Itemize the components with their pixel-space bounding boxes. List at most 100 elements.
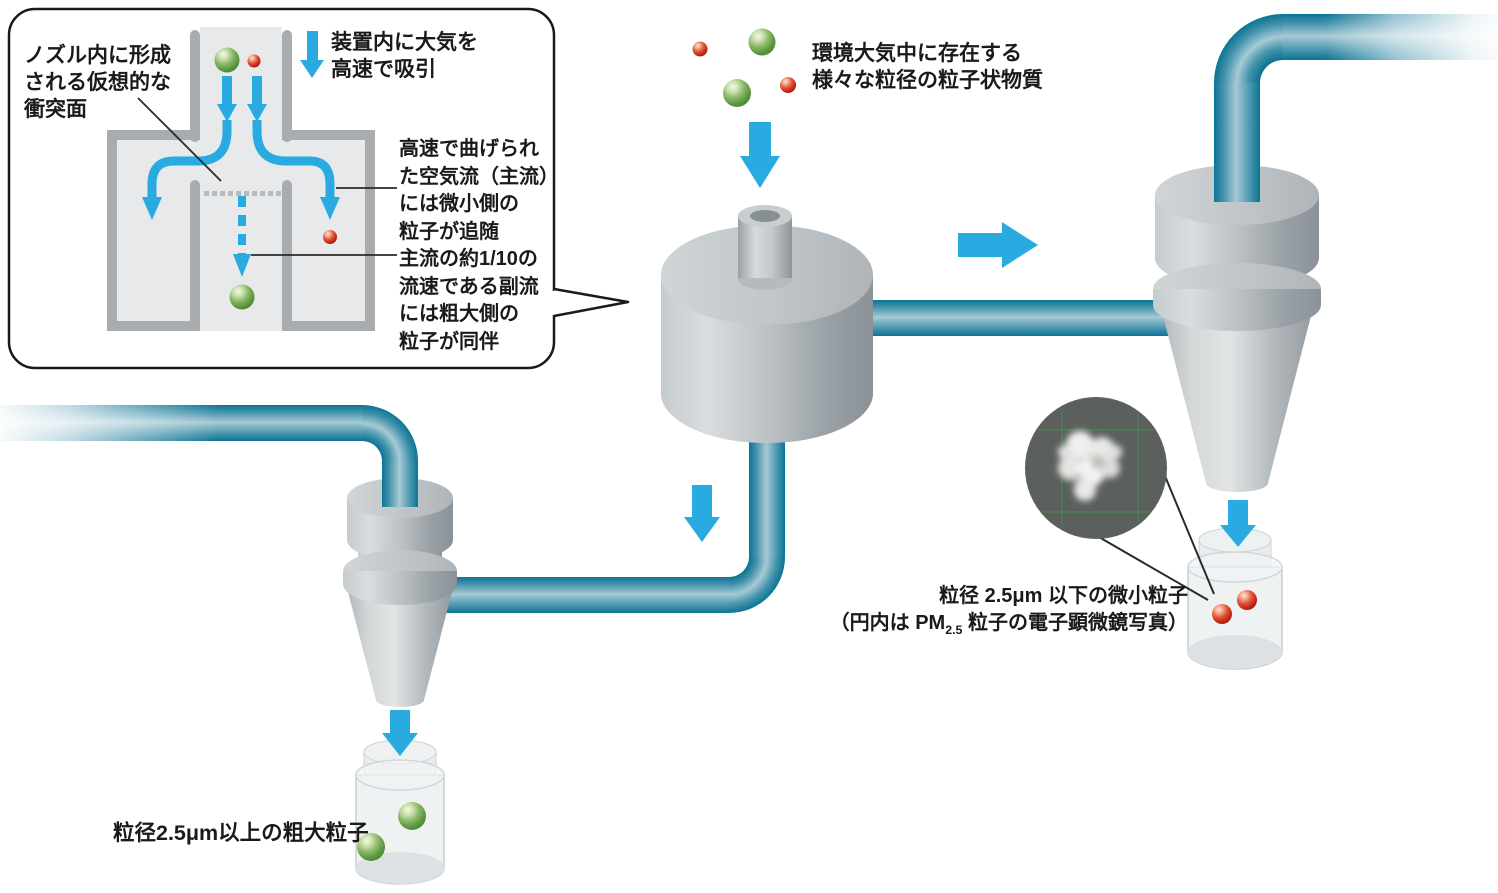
wall-segment <box>107 130 117 331</box>
cyclone-collar-side <box>343 571 457 605</box>
cyclone-collar-side <box>1153 289 1321 331</box>
coarse-particle <box>748 28 776 56</box>
down-arrow-icon <box>300 60 324 78</box>
fine-particle <box>247 54 261 68</box>
impaction-surface-label: ノズル内に形成 される仮想的な 衝突面 <box>24 42 171 123</box>
label-line: 粒径 2.5μm 以下の微小粒子 <box>939 585 1188 607</box>
fine-particle <box>780 77 796 93</box>
down-arrow-icon <box>740 122 780 188</box>
down-arrow-icon <box>307 31 318 60</box>
vessel-rim <box>1187 551 1283 583</box>
coarse-particle <box>214 47 240 73</box>
cyclone-cone <box>1161 308 1313 492</box>
flow-path-icon <box>252 120 335 197</box>
label-line: 装置内に大気を <box>331 31 478 54</box>
nozzle-diagram <box>107 27 397 331</box>
label-line: 環境大気中に存在する <box>812 42 1022 65</box>
process-arrows <box>382 122 1256 756</box>
inlet-tube-hole <box>750 210 780 222</box>
label-line: （円内は PM2.5 粒子の電子顕微鏡写真） <box>830 610 1188 644</box>
cyclone-left <box>343 478 457 707</box>
vessel-rim <box>355 759 445 791</box>
fine-particles-label: 粒径 2.5μm 以下の微小粒子 （円内は PM2.5 粒子の電子顕微鏡写真） <box>830 583 1188 644</box>
leader-line <box>137 97 222 182</box>
wall-segment <box>365 130 375 331</box>
callout-tail-mask <box>551 291 556 315</box>
wall-segment <box>282 321 375 331</box>
pipe-fade <box>0 399 220 447</box>
label-line: には微小側の <box>399 193 519 215</box>
label-line: 流速である副流 <box>399 275 539 298</box>
vessel-bottom <box>356 852 444 884</box>
label-line: 粒子が同伴 <box>399 330 499 353</box>
flow-arrowhead-icon <box>233 254 251 277</box>
vessel-bottom <box>1188 635 1282 669</box>
outlet-pipe-top-right <box>1214 8 1498 202</box>
label-line: 様々な粒径の粒子状物質 <box>812 69 1043 92</box>
down-arrow-icon <box>222 76 232 104</box>
wall-segment <box>282 30 292 142</box>
label-line: には粗大側の <box>399 303 519 325</box>
inlet-pipe-left <box>0 399 418 507</box>
down-arrow-icon <box>252 76 262 104</box>
intake-arrow <box>300 31 324 78</box>
fine-particle <box>1237 590 1257 610</box>
wall-segment <box>190 180 200 331</box>
label-line: ノズル内に形成 <box>24 44 171 67</box>
label-line: 主流の約1/10の <box>399 248 538 270</box>
label-line: 衝突面 <box>24 98 87 121</box>
sub-flow-label: 主流の約1/10の 流速である副流 には粗大側の 粒子が同伴 <box>399 246 539 356</box>
fine-particle <box>1212 604 1232 624</box>
transfer-pipe-down <box>440 430 785 613</box>
main-flow-label: 高速で曲げられ た空気流（主流） には微小側の 粒子が追随 <box>399 136 559 246</box>
flow-path-icon <box>147 120 232 197</box>
label-line: 粒子が追随 <box>399 220 499 243</box>
pm25-subscript: 2.5 <box>945 623 963 637</box>
virtual-impactor <box>661 205 873 443</box>
ambient-particles-label: 環境大気中に存在する 様々な粒径の粒子状物質 <box>812 40 1043 94</box>
leader-line <box>1159 463 1215 595</box>
down-arrow-icon <box>1220 500 1256 547</box>
label-line: 高速で吸引 <box>331 58 436 81</box>
coarse-particle <box>398 802 426 830</box>
leader-line <box>1084 528 1209 601</box>
vessel-coarse <box>355 739 445 885</box>
impaction-dotted-line <box>204 191 281 196</box>
flow-arrowhead-icon <box>142 197 162 220</box>
wall-segment <box>282 130 375 140</box>
callout-leader-lines <box>137 97 397 256</box>
coarse-particle <box>229 284 255 310</box>
label-text: 粒子の電子顕微鏡写真） <box>962 612 1188 634</box>
label-line: される仮想的な <box>24 71 171 94</box>
sem-photo-circle <box>1025 397 1167 539</box>
wall-segment <box>107 321 200 331</box>
fine-particle <box>323 230 337 244</box>
main-flow-paths <box>147 120 335 197</box>
coarse-particle <box>357 833 385 861</box>
down-arrow-icon <box>247 104 267 122</box>
ambient-particles <box>692 28 796 107</box>
down-arrow-icon <box>684 485 720 542</box>
transfer-pipe-right <box>855 300 1180 336</box>
coarse-particle <box>723 79 751 107</box>
magnifier-lines <box>1084 463 1215 601</box>
wall-segment <box>190 30 200 142</box>
nozzle-walls <box>107 30 375 331</box>
label-line: 粒径2.5μm以上の粗大粒子 <box>113 821 369 845</box>
fine-particle <box>692 41 708 57</box>
intake-label: 装置内に大気を 高速で吸引 <box>331 29 478 83</box>
flow-arrowhead-icon <box>320 197 340 220</box>
down-arrow-icon <box>217 104 237 122</box>
down-arrow-icon <box>382 710 418 756</box>
sem-particle-image <box>1058 431 1122 501</box>
callout-tail <box>553 287 630 318</box>
label-line: 高速で曲げられ <box>399 138 539 160</box>
cyclone-cone <box>348 592 452 707</box>
coarse-particles-label: 粒径2.5μm以上の粗大粒子 <box>113 816 369 847</box>
right-arrow-icon <box>958 222 1038 268</box>
vessel-fine <box>1084 463 1283 670</box>
label-line: た空気流（主流） <box>399 165 559 188</box>
label-text: （円内は PM <box>829 612 946 634</box>
